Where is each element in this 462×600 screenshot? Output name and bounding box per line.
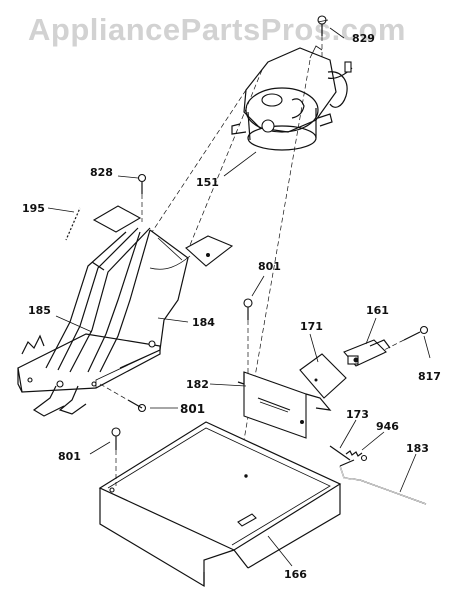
screw-817 (383, 325, 429, 351)
label-173: 173 (346, 408, 369, 421)
screw-801-upper (243, 298, 253, 380)
pin-173 (329, 445, 351, 461)
label-184: 184 (192, 316, 215, 329)
screw-828 (137, 173, 147, 222)
label-182: 182 (186, 378, 209, 391)
label-161: 161 (366, 304, 389, 317)
label-828: 828 (90, 166, 113, 179)
label-801-lower: 801 (58, 450, 81, 463)
label-946: 946 (376, 420, 399, 433)
chute-185 (17, 205, 234, 417)
label-183: 183 (406, 442, 429, 455)
bracket-182 (237, 371, 332, 439)
label-829: 829 (352, 32, 375, 45)
label-166: 166 (284, 568, 307, 581)
label-801-upper: 801 (258, 260, 281, 273)
motor-assembly-151 (231, 15, 353, 151)
label-195: 195 (22, 202, 45, 215)
label-171: 171 (300, 320, 323, 333)
switch-161 (343, 339, 391, 367)
label-817: 817 (418, 370, 441, 383)
watermark: AppliancePartsPros.com (28, 12, 406, 47)
label-801-middle: 801 (180, 402, 205, 416)
screw-801-middle (99, 383, 147, 413)
insulator-171 (299, 353, 347, 399)
label-151: 151 (196, 176, 219, 189)
tray-166 (98, 421, 342, 588)
spring-195 (65, 207, 81, 241)
screw-829 (317, 15, 327, 60)
label-185: 185 (28, 304, 51, 317)
spring-946 (345, 450, 368, 462)
lever-183 (339, 459, 427, 505)
screw-801-lower (111, 427, 121, 486)
